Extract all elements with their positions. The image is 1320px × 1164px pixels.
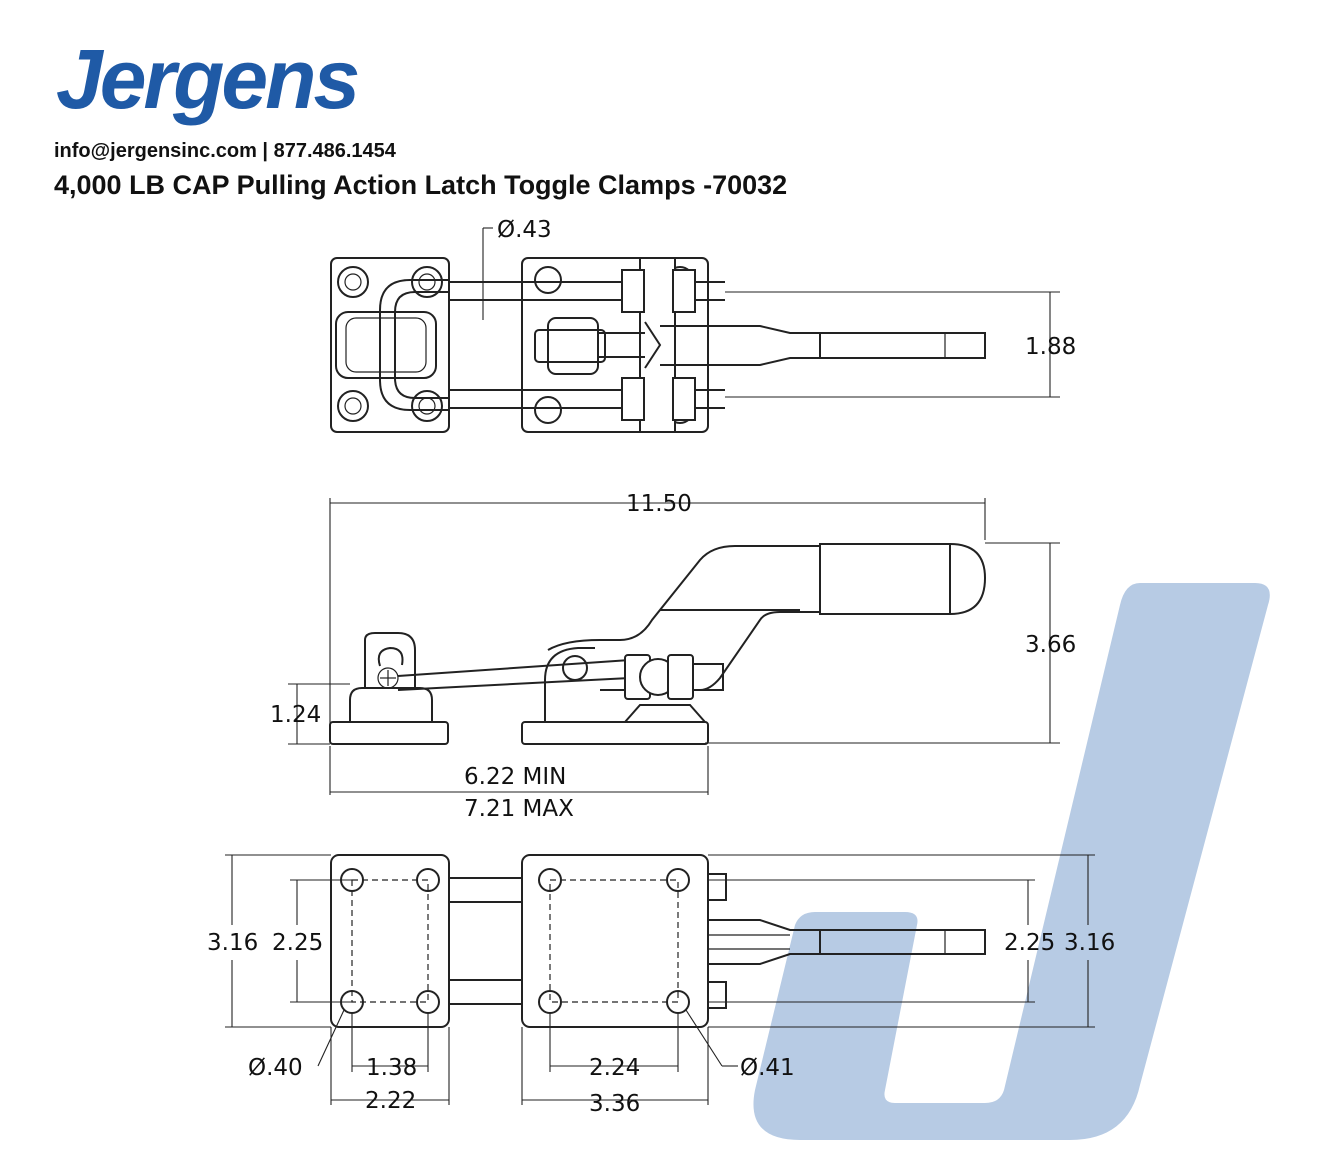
dim-base-width-right: 3.16 bbox=[1064, 930, 1115, 956]
contact-info: info@jergensinc.com | 877.486.1454 bbox=[54, 140, 396, 162]
dim-base-len-right: 3.36 bbox=[589, 1091, 640, 1117]
logo-text: Jergens bbox=[56, 40, 357, 126]
top-view bbox=[330, 227, 1060, 433]
bottom-view bbox=[225, 854, 1095, 1105]
page-title: 4,000 LB CAP Pulling Action Latch Toggle… bbox=[54, 170, 788, 200]
side-view bbox=[288, 498, 1060, 795]
dim-hole-spacing-left: 2.25 bbox=[272, 930, 323, 956]
dim-hole-dia-left: Ø.40 bbox=[248, 1055, 303, 1081]
dim-overall-length: 11.50 bbox=[626, 491, 692, 517]
dim-hole-dia-right: Ø.41 bbox=[740, 1055, 795, 1081]
dim-stroke-min: 6.22 MIN bbox=[464, 764, 566, 790]
watermark-j-logo bbox=[753, 583, 1270, 1140]
dim-width-top: 1.88 bbox=[1025, 334, 1076, 360]
dim-base-width-left: 3.16 bbox=[207, 930, 258, 956]
dim-hole-spacing-right: 2.25 bbox=[1004, 930, 1055, 956]
dim-hole-pitch-right: 2.24 bbox=[589, 1055, 640, 1081]
dim-base-len-left: 2.22 bbox=[365, 1088, 416, 1114]
dim-hole-top: Ø.43 bbox=[497, 217, 552, 243]
dim-hole-pitch-left: 1.38 bbox=[366, 1055, 417, 1081]
dim-stroke-max: 7.21 MAX bbox=[464, 796, 574, 822]
header: Jergens bbox=[54, 40, 914, 135]
jergens-logo: Jergens bbox=[56, 40, 360, 126]
dim-latch-height: 1.24 bbox=[270, 702, 321, 728]
dim-height: 3.66 bbox=[1025, 632, 1076, 658]
